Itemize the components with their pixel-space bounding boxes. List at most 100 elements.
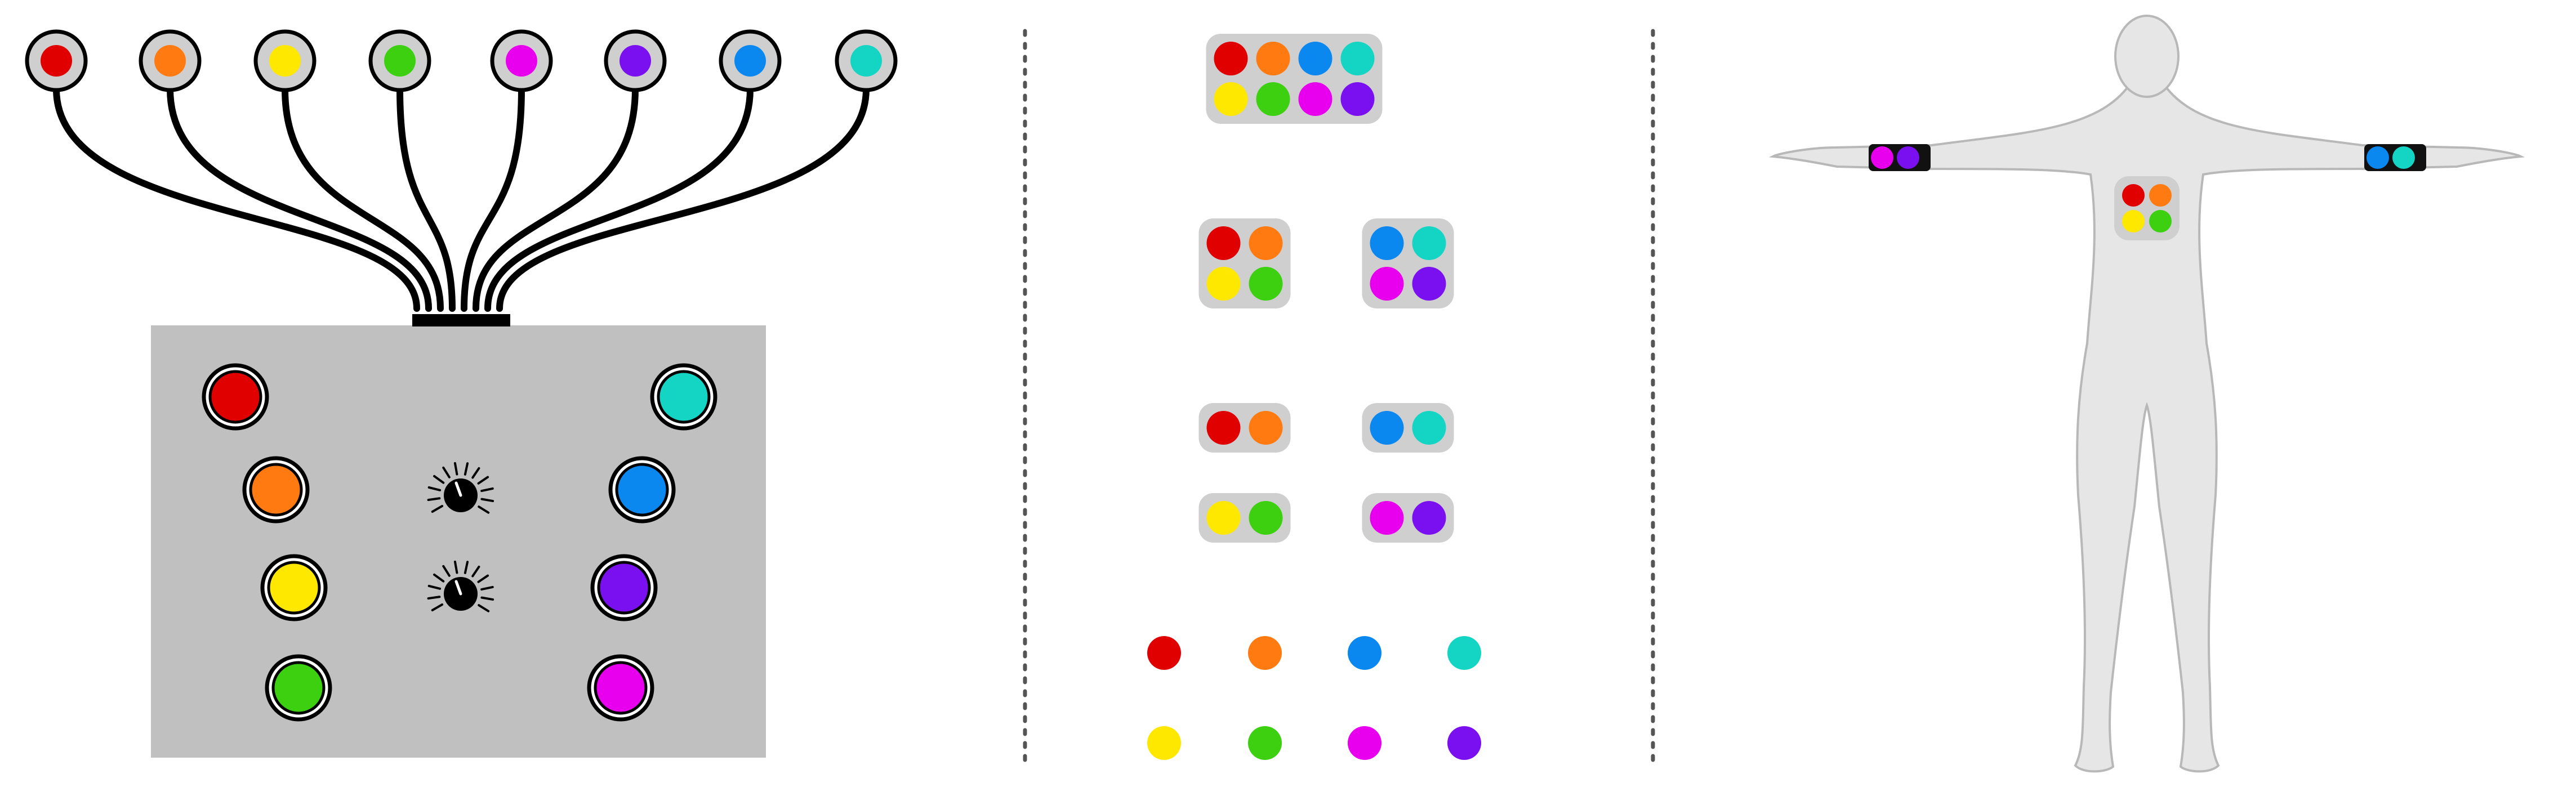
pod-dot-magenta [1370,267,1404,301]
hub-port-green [265,654,332,722]
sensor-pod-four-b [1362,218,1454,308]
control-knob-icon [427,560,494,612]
port-dot-magenta [594,661,648,715]
pod-dot-purple [1340,82,1375,116]
sensor-dot-red [41,45,72,77]
knob-tick [480,487,494,493]
pod-dot-red [2122,184,2145,207]
knob-tick [471,565,480,578]
single-sensor-magenta [1348,726,1381,760]
knob-tick [480,498,494,503]
knob-pointer [454,580,462,596]
cable-blue [484,86,754,312]
single-sensor-green [1248,726,1282,760]
knob-tick [442,466,451,478]
pod-dot-blue [1370,226,1404,260]
pod-dot-blue [1298,42,1332,75]
pod-dot-green [2149,210,2172,232]
port-dot-red [208,370,262,424]
sensor-magenta-bulb [490,29,553,92]
single-sensor-teal [1447,636,1481,670]
knob-tick [453,462,458,476]
cable-connector [412,314,510,326]
grouping-panel [1147,34,1481,760]
sensor-dot-magenta [506,45,537,77]
pod-dot-teal [1340,42,1375,75]
single-sensor-orange [1248,636,1282,670]
pod-dot-teal [1412,226,1446,260]
cable-magenta [461,86,525,312]
single-sensor-yellow [1147,726,1181,760]
knob-tick [453,560,458,574]
sensor-dot-purple [620,45,651,77]
knob-tick [431,505,444,513]
cable-red [53,86,420,312]
pod-dot-orange [1249,411,1283,445]
pod-dot-yellow [1206,501,1241,535]
knob-tick [480,585,494,591]
knob-tick [463,561,469,574]
knob-tick [427,497,441,502]
pod-dot-teal [1412,411,1446,445]
head [2114,15,2180,98]
pod-dot-purple [1412,267,1446,301]
pod-housing [2114,176,2180,240]
sensor-teal-bulb [835,29,898,92]
port-dot-purple [597,561,651,615]
sensor-dot-blue [734,45,766,77]
single-sensor-blue [1348,636,1381,670]
sensor-yellow-bulb [253,29,317,92]
knob-pointer [454,481,462,497]
port-dot-teal [657,370,711,424]
sensor-orange-bulb [139,29,202,92]
hub-port-purple [590,554,658,621]
pod-dot-orange [1249,226,1283,260]
knob-tick [427,584,442,590]
hub-port-red [202,363,269,431]
pod-dot-purple [1412,501,1446,535]
pod-dot-red [1206,226,1241,260]
sensor-pod-two-a [1198,403,1291,453]
single-sensor-purple [1447,726,1481,760]
hub-port-magenta [587,654,654,722]
knob-tick [433,573,445,583]
pod-dot-green [1249,501,1283,535]
cable-purple [473,86,639,312]
knob-tick [478,505,490,514]
pod-dot-magenta [1370,501,1404,535]
pod-dot-yellow [1206,267,1241,301]
knob-tick [442,565,451,577]
hub-port-teal [650,363,717,431]
knob-tick [463,462,469,476]
knob-tick [480,596,494,601]
cable-yellow [282,86,444,312]
sensor-pod-eight [1206,34,1383,124]
cable-green [396,86,456,312]
sensor-dot-green [384,45,416,77]
sensor-pod-two-d [1362,493,1454,543]
knob-tick [471,467,480,479]
wired-hub-panel [25,29,898,758]
hub-port-yellow [260,554,328,621]
pod-dot-orange [1256,42,1290,75]
sensor-dot-yellow [269,45,301,77]
pod-dot-yellow [1214,82,1248,116]
human-figure [1768,15,2525,773]
band-dot-magenta [1871,146,1893,169]
knob-tick [427,596,441,600]
pod-dot-green [1249,267,1283,301]
hub-port-blue [608,456,676,523]
sensor-dot-teal [850,45,882,77]
sensor-pod-two-b [1362,403,1454,453]
left-arm-band [1869,144,1931,171]
band-dot-blue [2366,146,2389,169]
knob-tick [433,475,445,484]
single-sensor-red [1147,636,1181,670]
pod-dot-red [1214,42,1248,75]
body-placement-panel [1768,15,2525,773]
sensor-red-bulb [25,29,88,92]
port-dot-orange [249,463,303,517]
port-dot-yellow [267,561,321,615]
